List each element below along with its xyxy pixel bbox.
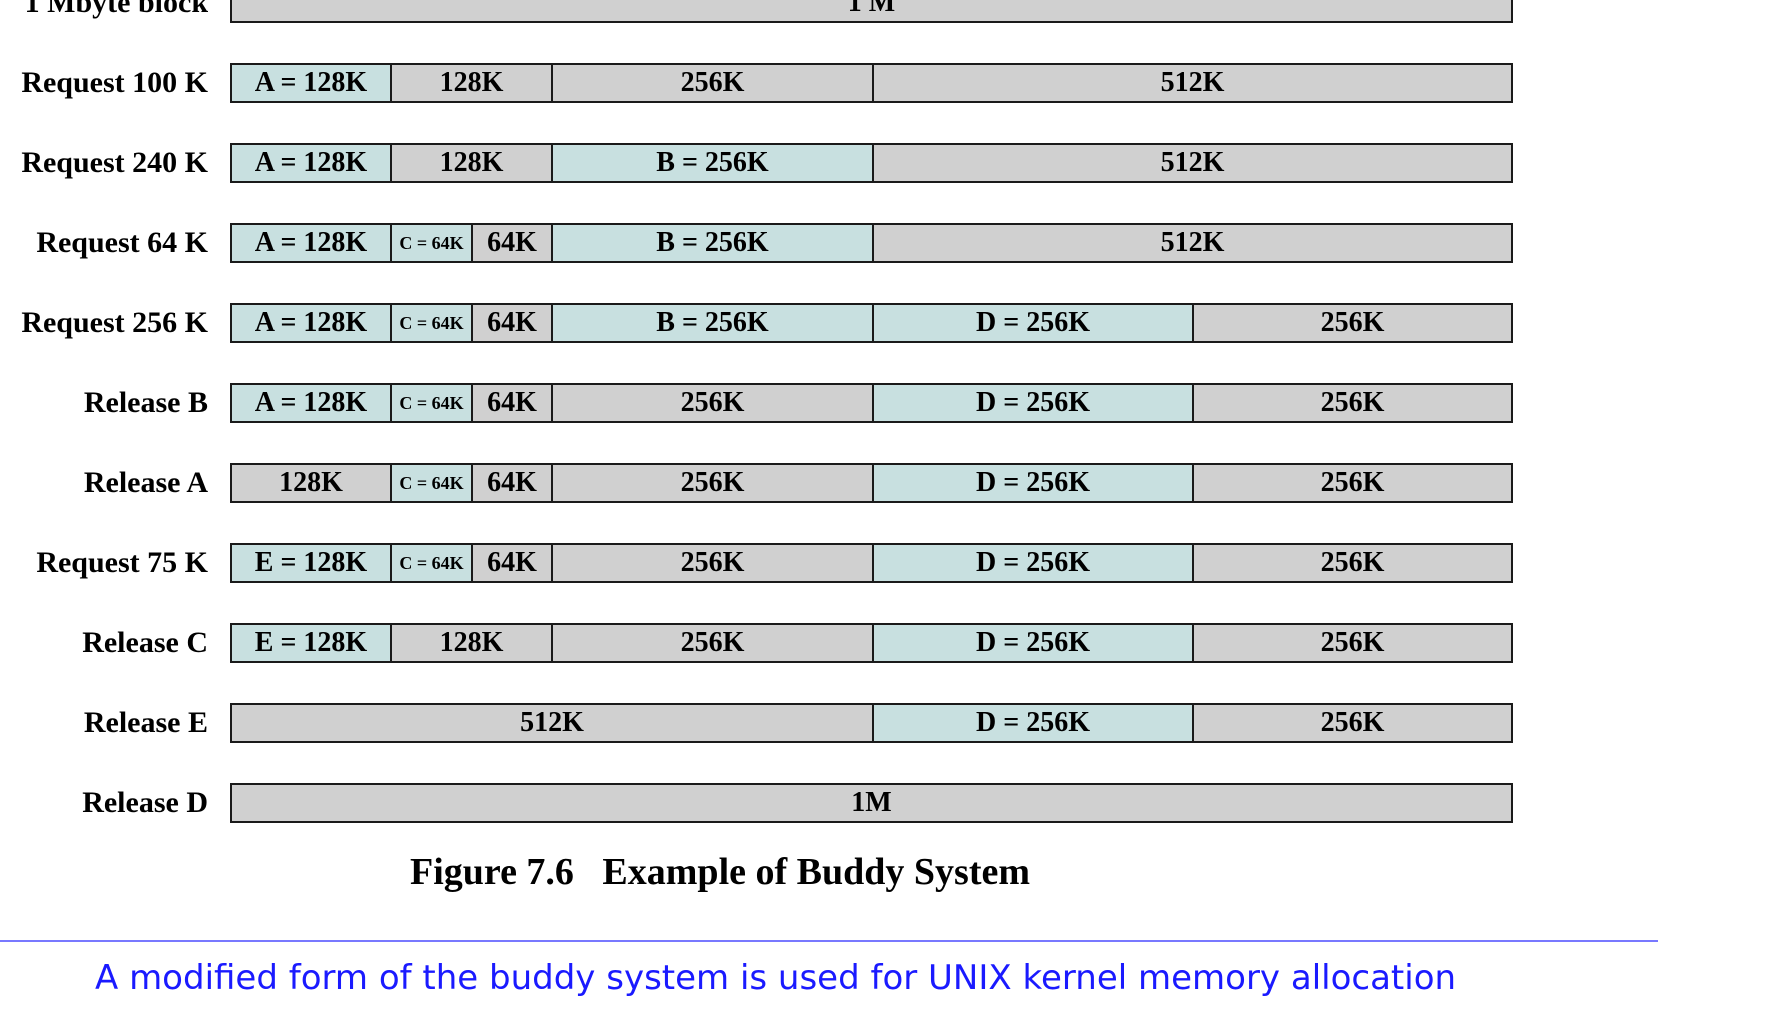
free-block: 256K <box>551 63 874 103</box>
free-block: 128K <box>390 143 553 183</box>
free-block: 64K <box>471 463 553 503</box>
allocated-block: A = 128K <box>230 143 392 183</box>
free-block: 512K <box>230 703 874 743</box>
row-label: Request 100 K <box>21 66 208 99</box>
allocated-block: A = 128K <box>230 383 392 423</box>
free-block: 64K <box>471 223 553 263</box>
row-label: 1 Mbyte block <box>24 0 208 19</box>
allocated-block: D = 256K <box>872 303 1194 343</box>
free-block: 256K <box>551 623 874 663</box>
allocated-block: C = 64K <box>390 463 473 503</box>
free-block: 256K <box>1192 303 1513 343</box>
allocated-block: D = 256K <box>872 383 1194 423</box>
free-block: 256K <box>1192 623 1513 663</box>
memory-bar: 1 M <box>230 0 1513 23</box>
free-block: 256K <box>551 543 874 583</box>
allocated-block: B = 256K <box>551 143 874 183</box>
free-block: 128K <box>390 623 553 663</box>
free-block: 64K <box>471 543 553 583</box>
row-label: Release D <box>82 786 208 819</box>
allocated-block: D = 256K <box>872 623 1194 663</box>
row-label: Request 240 K <box>21 146 208 179</box>
free-block: 512K <box>872 63 1513 103</box>
free-block: 128K <box>390 63 553 103</box>
divider-line <box>0 940 1658 942</box>
allocated-block: A = 128K <box>230 63 392 103</box>
allocated-block: D = 256K <box>872 703 1194 743</box>
figure-caption: Figure 7.6 Example of Buddy System <box>409 851 1030 893</box>
free-block: 256K <box>1192 543 1513 583</box>
free-block: 1 M <box>230 0 1513 23</box>
free-block: 1M <box>230 783 1513 823</box>
free-block: 256K <box>1192 703 1513 743</box>
free-block: 256K <box>1192 383 1513 423</box>
allocated-block: D = 256K <box>872 463 1194 503</box>
row-label: Request 75 K <box>36 546 208 579</box>
footnote-text: A modified form of the buddy system is u… <box>95 958 1457 998</box>
allocated-block: C = 64K <box>390 543 473 583</box>
free-block: 256K <box>1192 463 1513 503</box>
free-block: 64K <box>471 383 553 423</box>
allocated-block: A = 128K <box>230 223 392 263</box>
free-block: 256K <box>551 463 874 503</box>
allocated-block: B = 256K <box>551 223 874 263</box>
allocated-block: B = 256K <box>551 303 874 343</box>
row-label: Release E <box>83 706 208 739</box>
allocated-block: C = 64K <box>390 383 473 423</box>
allocated-block: C = 64K <box>390 223 473 263</box>
row-label: Release A <box>83 466 208 499</box>
allocated-block: C = 64K <box>390 303 473 343</box>
free-block: 512K <box>872 223 1513 263</box>
allocated-block: E = 128K <box>230 623 392 663</box>
allocated-block: D = 256K <box>872 543 1194 583</box>
row-label: Release C <box>82 626 208 659</box>
allocated-block: E = 128K <box>230 543 392 583</box>
allocated-block: A = 128K <box>230 303 392 343</box>
free-block: 512K <box>872 143 1513 183</box>
free-block: 256K <box>551 383 874 423</box>
row-label: Release B <box>83 386 208 419</box>
row-label: Request 256 K <box>21 306 208 339</box>
row-label: Request 64 K <box>36 226 208 259</box>
free-block: 128K <box>230 463 392 503</box>
free-block: 64K <box>471 303 553 343</box>
memory-bar: 1M <box>230 783 1513 823</box>
